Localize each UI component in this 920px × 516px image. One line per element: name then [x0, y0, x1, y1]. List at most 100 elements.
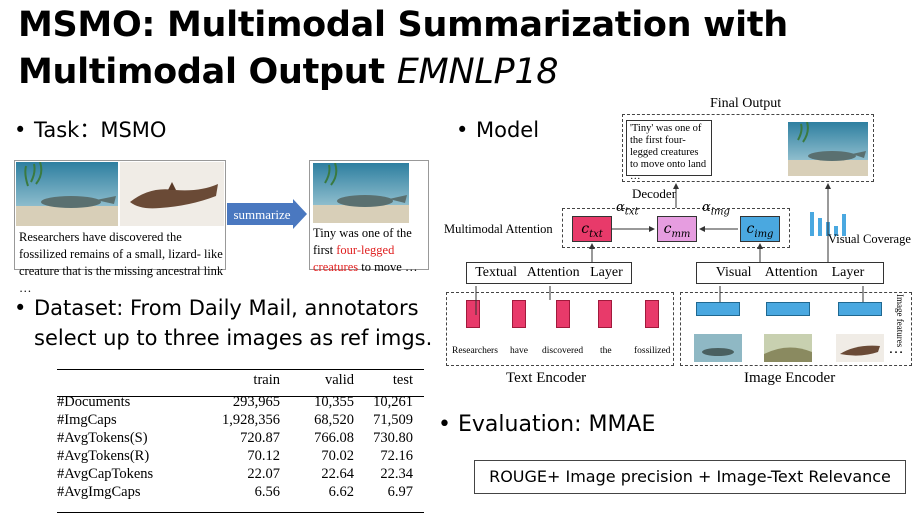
task-bullet: • Task：MSMO — [14, 116, 166, 145]
table-row: #Documents 293,965 10,355 10,261 — [57, 393, 417, 411]
text-encoder-label: Text Encoder — [506, 370, 587, 386]
summarize-arrow-icon — [227, 199, 307, 229]
visual-attention-layer: Visual Attention Layer — [696, 262, 884, 284]
c-txt-node: ctxt — [572, 216, 612, 242]
image-feature-node — [696, 302, 740, 316]
table-cell: #AvgTokens(R) — [57, 447, 150, 464]
decoder-label: Decoder — [632, 186, 677, 201]
source-image-2 — [120, 162, 224, 226]
encoder-image-1 — [694, 334, 742, 362]
evaluation-metric-box: ROUGE+ Image precision + Image-Text Rele… — [474, 460, 906, 494]
dataset-bullet: • Dataset: From Daily Mail, annotators — [14, 294, 419, 323]
table-cell: 68,520 — [314, 411, 354, 428]
dataset-line-1: Dataset: From Daily Mail, annotators — [34, 296, 419, 320]
text-encoder-node — [598, 300, 612, 328]
table-row: #AvgTokens(S) 720.87 766.08 730.80 — [57, 429, 417, 447]
alpha-txt-label: αtxt — [616, 200, 639, 218]
table-cell: 6.56 — [254, 483, 280, 500]
source-image-1 — [16, 162, 118, 226]
encoder-ellipsis: … — [888, 340, 904, 357]
image-encoder-label: Image Encoder — [744, 370, 836, 386]
table-cell: 71,509 — [373, 411, 413, 428]
multimodal-attention-label: Multimodal Attention — [444, 222, 553, 236]
final-output-box — [622, 114, 874, 182]
table-cell: 10,355 — [314, 393, 354, 410]
word-token: discovered — [542, 346, 584, 356]
word-token: Researchers — [452, 346, 498, 356]
c-img-node: cimg — [740, 216, 780, 242]
table-row: #AvgTokens(R) 70.12 70.02 72.16 — [57, 447, 417, 465]
table-row: #AvgCapTokens 22.07 22.64 22.34 — [57, 465, 417, 483]
summarize-label: summarize — [233, 207, 291, 222]
text-encoder-node — [512, 300, 526, 328]
word-token: have — [510, 346, 528, 356]
table-cell: 730.80 — [373, 429, 413, 446]
dataset-table: train valid test #Documents 293,965 10,355… — [57, 367, 417, 501]
table-top-rule — [57, 369, 424, 370]
text-encoder-node — [645, 300, 659, 328]
table-cell: #ImgCaps — [57, 411, 117, 428]
encoder-image-2 — [764, 334, 812, 362]
word-token: fossilized — [634, 346, 671, 356]
table-cell: 22.07 — [247, 465, 280, 482]
table-header — [57, 367, 175, 393]
table-header: test — [392, 371, 413, 388]
model-bullet: • Model — [456, 116, 539, 145]
table-cell: 70.12 — [247, 447, 280, 464]
summary-highlight: four-legged creatures — [313, 243, 395, 274]
c-mm-node: cmm — [657, 216, 697, 242]
model-bullet-text: Model — [476, 118, 540, 142]
bullet-dot: • — [14, 118, 27, 142]
textual-attention-layer: Textual Attention Layer — [466, 262, 632, 284]
table-header: train — [253, 371, 280, 388]
table-mid-rule — [57, 396, 424, 397]
table-header: valid — [325, 371, 354, 388]
output-image — [788, 122, 868, 176]
table-cell: 293,965 — [232, 393, 280, 410]
table-cell: #Documents — [57, 393, 131, 410]
alpha-img-label: αimg — [702, 200, 730, 218]
image-encoder-box — [680, 292, 912, 366]
title-venue: EMNLP18 — [396, 52, 559, 92]
multimodal-attention-box — [562, 208, 790, 248]
table-cell: #AvgImgCaps — [57, 483, 141, 500]
slide-title: MSMO: Multimodal Summarization with Mult… — [18, 2, 788, 96]
table-row: #AvgImgCaps 6.56 6.62 6.97 — [57, 483, 417, 501]
table-cell: 22.34 — [380, 465, 413, 482]
encoder-image-3 — [836, 334, 884, 362]
title-line-1: MSMO: Multimodal Summarization with — [18, 5, 788, 45]
table-cell: 22.64 — [321, 465, 354, 482]
image-feature-node — [838, 302, 882, 316]
text-encoder-node — [556, 300, 570, 328]
table-header-row: train valid test — [57, 367, 417, 393]
text-encoder-box — [446, 292, 674, 366]
table-cell: 72.16 — [380, 447, 413, 464]
source-article-text: Researchers have discovered the fossiliz… — [19, 230, 224, 295]
final-output-label: Final Output — [710, 96, 782, 111]
bullet-dot: • — [456, 118, 469, 142]
table-cell: 10,261 — [373, 393, 413, 410]
task-bullet-text: Task：MSMO — [34, 118, 167, 142]
title-line-2: Multimodal Output EMNLP18 — [18, 52, 559, 92]
evaluation-bullet-text: Evaluation: MMAE — [458, 412, 656, 437]
table-cell: #AvgCapTokens — [57, 465, 154, 482]
table-cell: 766.08 — [314, 429, 354, 446]
table-row: #ImgCaps 1,928,356 68,520 71,509 — [57, 411, 417, 429]
table-cell: #AvgTokens(S) — [57, 429, 148, 446]
table-cell: 6.62 — [328, 483, 354, 500]
visual-coverage-label: Visual Coverage — [828, 232, 911, 246]
word-token: the — [600, 346, 612, 356]
bullet-dot: • — [14, 296, 27, 320]
output-summary-text: 'Tiny' was one of the first four- legged… — [626, 120, 712, 182]
evaluation-bullet: • Evaluation: MMAE — [438, 410, 655, 439]
image-feature-node — [766, 302, 810, 316]
table-cell: 720.87 — [240, 429, 280, 446]
bullet-dot: • — [438, 412, 451, 437]
dataset-bullet-line-2: select up to three images as ref imgs. — [34, 326, 433, 350]
diagram-connectors — [475, 183, 864, 315]
table-cell: 6.97 — [387, 483, 413, 500]
summary-text: Tiny was one of the first four-legged cr… — [313, 226, 418, 274]
table-cell: 70.02 — [321, 447, 354, 464]
table-cell: 1,928,356 — [222, 411, 280, 428]
summary-image — [313, 163, 409, 223]
